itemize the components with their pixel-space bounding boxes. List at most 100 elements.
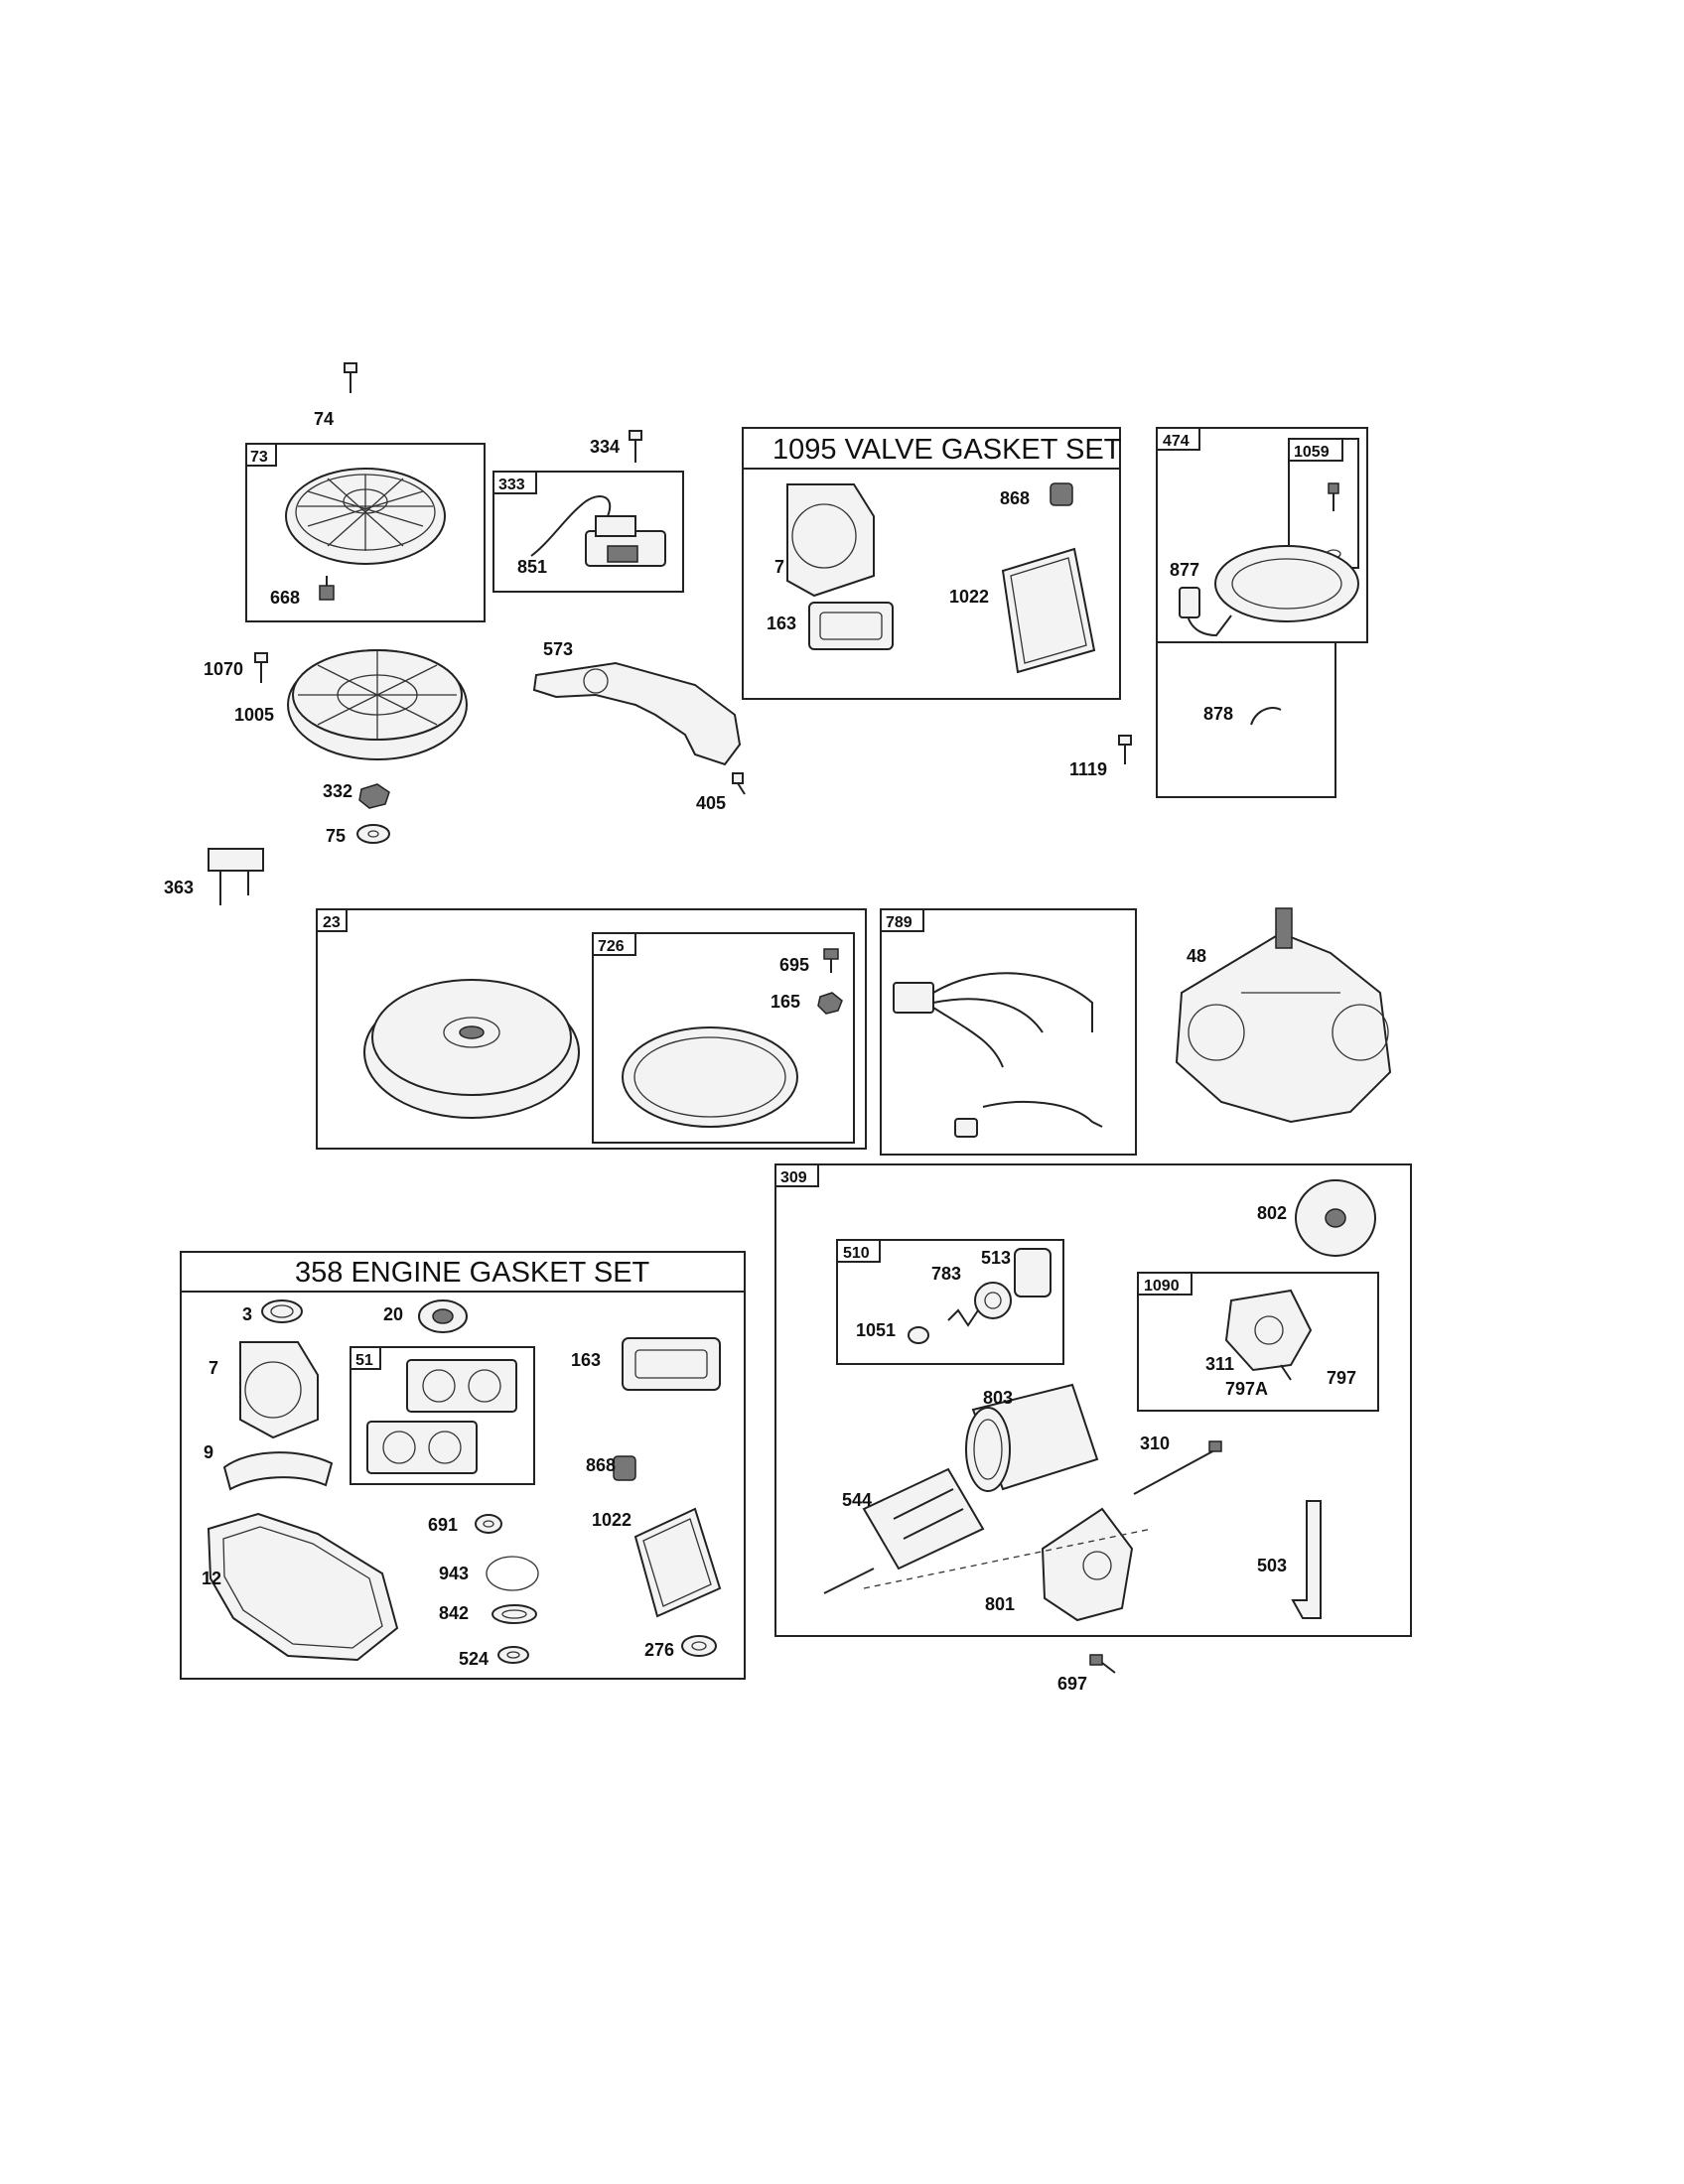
label-163-engine: 163	[571, 1350, 601, 1370]
box-label-474: 474	[1163, 433, 1190, 450]
brush-holder-1090	[1224, 1289, 1313, 1381]
bolt-405	[732, 772, 746, 795]
label-165: 165	[771, 992, 800, 1012]
seal-842	[491, 1604, 537, 1624]
label-797a: 797A	[1225, 1379, 1268, 1399]
box-510	[836, 1239, 1064, 1365]
label-334: 334	[590, 437, 620, 457]
label-276: 276	[644, 1640, 674, 1660]
box-333	[492, 471, 684, 593]
label-3: 3	[242, 1304, 252, 1324]
screw-668	[319, 576, 335, 601]
head-gasket-7	[786, 483, 875, 598]
screw-695	[823, 948, 839, 973]
label-7-valve: 7	[774, 557, 784, 577]
box-23	[316, 908, 867, 1150]
seal-691	[475, 1514, 502, 1534]
label-9: 9	[204, 1442, 213, 1462]
label-1119: 1119	[1069, 759, 1107, 779]
label-868-valve: 868	[1000, 488, 1030, 508]
engine-gasket-set-box	[180, 1251, 746, 1680]
ring-gear-726	[622, 1026, 798, 1128]
label-311: 311	[1205, 1354, 1234, 1374]
box-51	[350, 1346, 535, 1485]
label-503: 503	[1257, 1556, 1287, 1575]
label-513: 513	[981, 1248, 1011, 1268]
ignition-armature	[530, 495, 666, 567]
box-label-51: 51	[355, 1352, 373, 1369]
seal-524	[497, 1646, 529, 1664]
label-878: 878	[1203, 704, 1233, 724]
nut-332	[358, 783, 390, 809]
strap-503	[1291, 1500, 1322, 1619]
seal-276	[681, 1635, 717, 1657]
label-7-engine: 7	[209, 1358, 218, 1378]
alternator-stator	[1179, 545, 1359, 637]
seal-20	[418, 1299, 468, 1333]
o-ring-943	[486, 1556, 539, 1591]
box-label-309: 309	[780, 1169, 807, 1186]
seal-868-engine	[613, 1455, 636, 1481]
box-label-23: 23	[323, 914, 341, 931]
label-573: 573	[543, 639, 573, 659]
label-868-engine: 868	[586, 1455, 616, 1475]
label-1022-engine: 1022	[592, 1510, 632, 1530]
label-691: 691	[428, 1515, 458, 1535]
label-851: 851	[517, 557, 547, 577]
label-332: 332	[323, 781, 352, 801]
box-label-333: 333	[498, 477, 525, 493]
label-668: 668	[270, 588, 300, 608]
armature-544	[823, 1467, 985, 1594]
label-74: 74	[314, 409, 334, 429]
gasket-1022-engine	[633, 1507, 722, 1618]
crankcase-48	[1175, 907, 1392, 1124]
label-12: 12	[202, 1569, 221, 1588]
label-842: 842	[439, 1603, 469, 1623]
clip-878	[1250, 707, 1282, 726]
valve-gasket-set-box	[742, 427, 1121, 700]
label-20: 20	[383, 1304, 403, 1324]
nut-165	[817, 992, 843, 1015]
label-803: 803	[983, 1388, 1013, 1408]
label-1022-valve: 1022	[949, 587, 989, 607]
label-363: 363	[164, 878, 194, 897]
label-695: 695	[779, 955, 809, 975]
label-877: 877	[1170, 560, 1199, 580]
box-label-789: 789	[886, 914, 912, 931]
valve-cover-gasket-163	[808, 602, 894, 650]
engine-gasket-set-title: 358 ENGINE GASKET SET	[295, 1257, 650, 1289]
blower-housing-cover	[285, 468, 446, 565]
label-1070: 1070	[204, 659, 243, 679]
box-label-1090: 1090	[1144, 1278, 1180, 1295]
wire-harness-789	[893, 972, 1103, 1138]
label-524: 524	[459, 1649, 489, 1669]
bolt-697	[1089, 1654, 1116, 1674]
box-878	[1156, 641, 1336, 798]
label-802: 802	[1257, 1203, 1287, 1223]
label-1005: 1005	[234, 705, 274, 725]
gasket-9	[222, 1451, 334, 1491]
box-1090	[1137, 1272, 1379, 1412]
box-label-73: 73	[250, 449, 268, 466]
box-label-1059: 1059	[1294, 444, 1330, 461]
box-789	[880, 908, 1137, 1156]
box-309	[774, 1163, 1412, 1637]
label-163-valve: 163	[767, 614, 796, 633]
label-75: 75	[326, 826, 346, 846]
seal-868-valve	[1050, 482, 1073, 506]
label-943: 943	[439, 1564, 469, 1583]
gasket-1022-valve	[1001, 547, 1096, 674]
intake-gaskets-51	[366, 1359, 517, 1474]
bolt-310	[1133, 1440, 1222, 1495]
screw-1059	[1326, 482, 1341, 559]
label-544: 544	[842, 1490, 872, 1510]
baffle-573	[532, 661, 742, 766]
end-plate-801	[863, 1507, 1153, 1622]
flywheel-23	[363, 979, 580, 1119]
bracket-363	[208, 848, 264, 905]
fan-1005	[287, 649, 468, 760]
gasket-163-engine	[622, 1337, 721, 1391]
bolt-1070	[254, 652, 268, 683]
box-label-726: 726	[598, 938, 625, 955]
box-73	[245, 443, 486, 622]
